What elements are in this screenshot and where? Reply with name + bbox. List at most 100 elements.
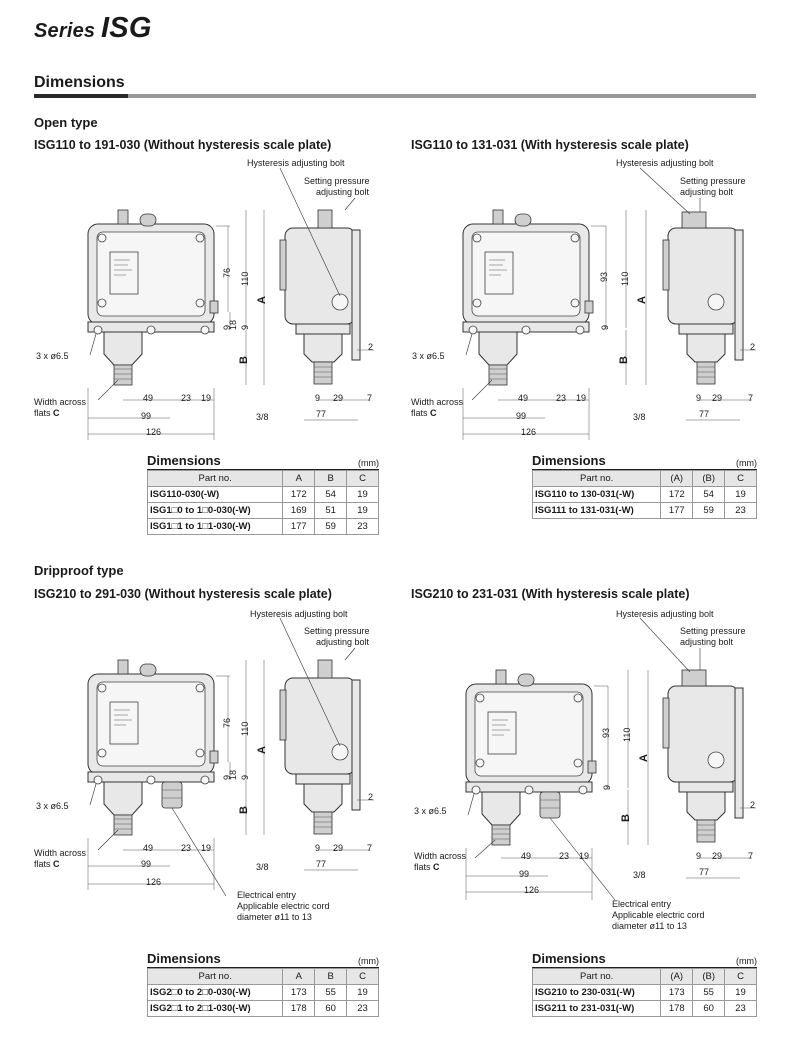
table-cell: 54 (314, 486, 348, 503)
dim-126: 126 (524, 885, 540, 895)
table-title: Dimensions (532, 453, 606, 468)
dim-29: 29 (712, 851, 723, 861)
dim-7: 7 (367, 843, 373, 853)
setting-bolt-label-2: adjusting bolt (680, 187, 734, 197)
dim-9b: 9 (240, 324, 250, 330)
table-open-right: Dimensions(mm) Part no.(A)(B)C ISG110 to… (531, 453, 757, 519)
dim-29: 29 (333, 843, 344, 853)
table-title: Dimensions (147, 453, 221, 468)
table-cell: 177 (282, 518, 316, 535)
dim-126: 126 (146, 877, 162, 887)
table-cell: 169 (282, 502, 316, 519)
dim-93: 93 (601, 727, 611, 738)
dim-76: 76 (222, 717, 232, 728)
table-unit: (mm) (358, 458, 379, 468)
table-cell: ISG1□0 to 1□0-030(-W) (146, 502, 284, 519)
hysteresis-bolt-label: Hysteresis adjusting bolt (250, 609, 348, 619)
electrical-entry-label: Electrical entry (612, 899, 672, 909)
dripproof-type-title: Dripproof type (34, 563, 124, 578)
drip-right-subtitle: ISG210 to 231-031 (With hysteresis scale… (411, 587, 690, 601)
dim-9c: 9 (696, 393, 702, 403)
dim-2: 2 (750, 800, 756, 810)
dim-99: 99 (516, 411, 527, 421)
drip-left-subtitle: ISG210 to 291-030 (Without hysteresis sc… (34, 587, 332, 601)
dim-7: 7 (367, 393, 373, 403)
table-cell: 19 (346, 984, 379, 1001)
holes-label: 3 x ø6.5 (36, 351, 69, 361)
table-cell: ISG110-030(-W) (146, 486, 284, 503)
dim-77: 77 (699, 867, 710, 877)
dim-18: 18 (228, 769, 238, 780)
dim-2: 2 (368, 342, 374, 352)
dim-b: B (618, 356, 630, 364)
dim-7: 7 (748, 851, 754, 861)
dim-b: B (238, 806, 250, 814)
dim-93: 93 (599, 271, 609, 282)
dim-9b: 9 (240, 774, 250, 780)
dim-29: 29 (333, 393, 344, 403)
dim-110: 110 (620, 271, 630, 286)
dim-49: 49 (143, 393, 154, 403)
table-cell: 51 (314, 502, 348, 519)
table-unit: (mm) (736, 956, 757, 966)
table-unit: (mm) (358, 956, 379, 966)
dim-76: 76 (222, 267, 232, 278)
dim-29: 29 (712, 393, 723, 403)
setting-bolt-label-1: Setting pressure (680, 626, 746, 636)
width-across-label: Width across (34, 848, 87, 858)
dim-a: A (256, 746, 268, 754)
section-rule (34, 94, 756, 98)
table-header-row: Part no.(A)(B)C (531, 968, 757, 985)
dim-2: 2 (368, 792, 374, 802)
table-cell: 60 (314, 1000, 348, 1017)
table-cell: (A) (660, 470, 694, 487)
dim-23: 23 (559, 851, 570, 861)
hysteresis-bolt-label: Hysteresis adjusting bolt (616, 158, 714, 168)
dim-77: 77 (316, 409, 327, 419)
setting-bolt-label-2: adjusting bolt (316, 637, 370, 647)
dim-23: 23 (181, 843, 192, 853)
holes-label: 3 x ø6.5 (36, 801, 69, 811)
holes-label: 3 x ø6.5 (412, 351, 445, 361)
table-cell: C (724, 968, 757, 985)
dim-99: 99 (141, 859, 152, 869)
electrical-entry-label: Electrical entry (237, 890, 297, 900)
dim-2: 2 (750, 342, 756, 352)
dim-9: 9 (602, 784, 612, 790)
table-cell: A (282, 470, 316, 487)
table-cell: C (346, 968, 379, 985)
dim-9c: 9 (315, 843, 321, 853)
dim-49: 49 (143, 843, 154, 853)
table-unit: (mm) (736, 458, 757, 468)
table-cell: 19 (346, 502, 379, 519)
table-cell: ISG2□1 to 2□1-030(-W) (146, 1000, 284, 1017)
dim-126: 126 (521, 427, 537, 437)
table-cell: ISG110 to 130-031(-W) (531, 486, 662, 503)
dim-99: 99 (141, 411, 152, 421)
table-cell: 55 (314, 984, 348, 1001)
dim-23: 23 (556, 393, 567, 403)
table-cell: 23 (724, 502, 757, 519)
thread-label: 3/8 (256, 862, 269, 872)
dim-9: 9 (600, 324, 610, 330)
width-across-label: Width across (34, 397, 87, 407)
dim-77: 77 (316, 859, 327, 869)
series-title: Series ISG (34, 12, 152, 45)
dim-19: 19 (201, 393, 212, 403)
table-drip-right: Dimensions(mm) Part no.(A)(B)C ISG210 to… (531, 951, 757, 1017)
dim-110: 110 (240, 721, 250, 736)
table-cell: 55 (692, 984, 726, 1001)
section-title: Dimensions (34, 74, 125, 91)
dim-110: 110 (622, 727, 632, 742)
width-across-label-2: flats C (414, 862, 440, 872)
